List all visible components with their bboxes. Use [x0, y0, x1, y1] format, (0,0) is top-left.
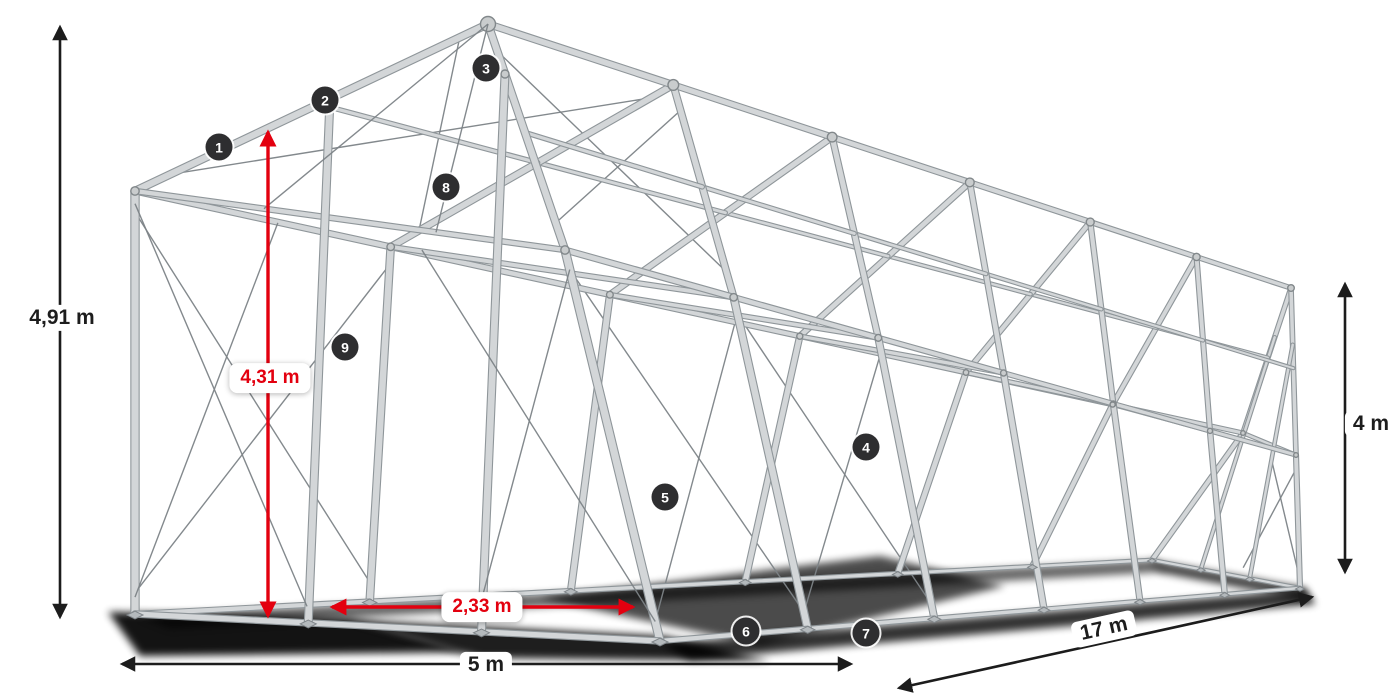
part-badge-5[interactable]: 5 — [651, 483, 679, 511]
part-badge-7[interactable]: 7 — [852, 619, 880, 647]
length-arrow — [896, 592, 1315, 693]
part-badge-6[interactable]: 6 — [732, 617, 760, 645]
label-inner-height: 4,31 m — [229, 363, 311, 393]
part-badge-1[interactable]: 1 — [205, 133, 233, 161]
frame-wireframe — [125, 15, 1306, 647]
part-badge-4[interactable]: 4 — [852, 433, 880, 461]
label-side-height: 4 m — [1344, 410, 1398, 438]
part-badge-2[interactable]: 2 — [311, 86, 339, 114]
part-badge-3[interactable]: 3 — [472, 54, 500, 82]
part-badge-8[interactable]: 8 — [432, 173, 460, 201]
label-width: 5 m — [459, 651, 513, 679]
label-total-height: 4,91 m — [21, 304, 103, 332]
label-inner-width: 2,33 m — [441, 592, 523, 622]
part-badge-9[interactable]: 9 — [331, 333, 359, 361]
